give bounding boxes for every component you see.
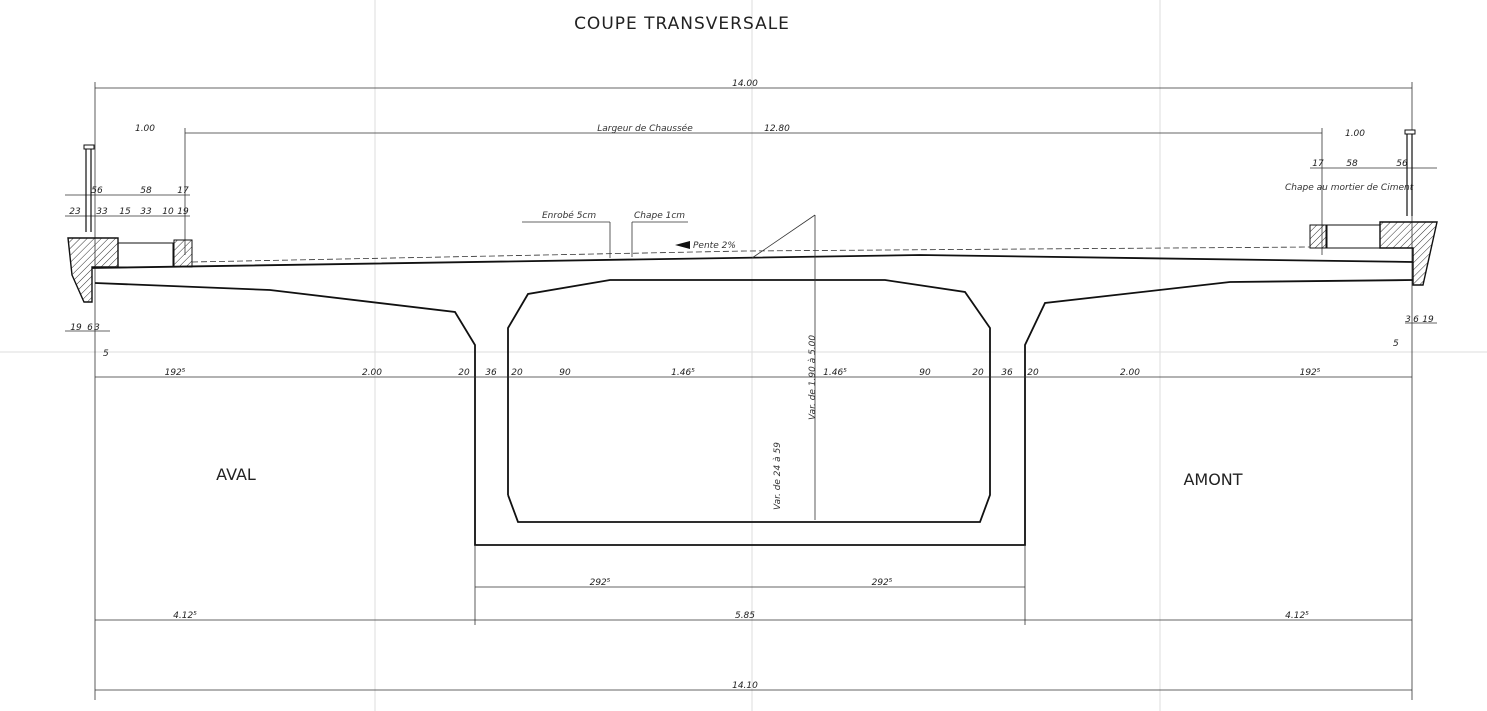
right-railing-and-curb xyxy=(1309,129,1438,286)
dim-text: 4.12⁵ xyxy=(1285,611,1309,621)
dim-text: 2.00 xyxy=(1120,368,1140,378)
dim-text: 1.46⁵ xyxy=(671,368,695,378)
label-largeur-chaussee: Largeur de Chaussée xyxy=(597,123,693,134)
dim-text: 58 xyxy=(1346,159,1358,169)
dim-text: 56 xyxy=(1396,159,1408,169)
dim-text: 3 xyxy=(1405,315,1411,325)
slope-arrow-icon xyxy=(675,241,690,249)
dim-text: 19 xyxy=(1422,315,1434,325)
dim-text: 33 xyxy=(96,207,108,217)
box-girder-section xyxy=(91,246,1414,546)
dim-text: 5.85 xyxy=(735,611,755,621)
dim-text: 10 xyxy=(162,207,174,217)
left-railing-and-curb xyxy=(67,144,193,303)
dim-text: 1.46⁵ xyxy=(823,368,847,378)
dim-text: 20 xyxy=(511,368,523,378)
dim-text: 56 xyxy=(91,186,103,196)
dim-text: 15 xyxy=(119,207,131,217)
dim-text: 20 xyxy=(972,368,984,378)
right-sidewalk-dimensions: 17 58 56 Chape au mortier de Ciment 3 6 … xyxy=(1285,159,1437,349)
dim-text: 58 xyxy=(140,186,152,196)
dim-text: 5 xyxy=(1393,339,1399,349)
label-aval: AVAL xyxy=(216,465,256,484)
label-chape-mortier: Chape au mortier de Ciment xyxy=(1285,183,1414,193)
dim-text: 3 xyxy=(94,323,100,333)
dim-overall-bottom: 14.10 xyxy=(732,681,758,691)
dim-text: 20 xyxy=(1027,368,1039,378)
dim-cantilever-right: 1.00 xyxy=(1345,129,1365,139)
top-dimensions: 14.00 Largeur de Chaussée 12.80 1.00 1.0… xyxy=(94,79,1413,700)
dim-text: 36 xyxy=(1001,368,1013,378)
dimension-row-bottom: 4.12⁵ 5.85 4.12⁵ 14.10 xyxy=(95,611,1412,691)
dim-text: 19 xyxy=(177,207,189,217)
dim-text: 33 xyxy=(140,207,152,217)
dim-cantilever-left: 1.00 xyxy=(135,124,155,134)
dim-text: 4.12⁵ xyxy=(173,611,197,621)
dim-text: 2.00 xyxy=(362,368,382,378)
dim-text: 6 xyxy=(1413,315,1419,325)
dim-text: 192⁵ xyxy=(165,368,186,378)
dim-text: 5 xyxy=(103,349,109,359)
dim-text: 90 xyxy=(919,368,931,378)
dim-text: 292⁵ xyxy=(590,578,611,588)
dim-text: 23 xyxy=(69,207,81,217)
dim-overall-top: 14.00 xyxy=(732,79,758,89)
dim-text: 36 xyxy=(485,368,497,378)
dim-text: 6 xyxy=(87,323,93,333)
drawing-title: COUPE TRANSVERSALE xyxy=(574,14,790,34)
dim-chaussee: 12.80 xyxy=(764,124,790,134)
dim-text: 292⁵ xyxy=(872,578,893,588)
label-amont: AMONT xyxy=(1183,470,1242,489)
dimension-row-box: 292⁵ 292⁵ xyxy=(474,545,1026,625)
dim-text: 20 xyxy=(458,368,470,378)
label-enrobe: Enrobé 5cm xyxy=(542,210,596,221)
label-chape: Chape 1cm xyxy=(634,211,685,221)
dim-text: 90 xyxy=(559,368,571,378)
dimension-row-main: 192⁵ 2.00 20 36 20 90 1.46⁵ 1.46⁵ 90 20 … xyxy=(95,368,1412,378)
dim-text: 17 xyxy=(177,186,189,196)
label-pente: Pente 2% xyxy=(693,241,736,251)
dim-text: 19 xyxy=(70,323,82,333)
dim-text: 17 xyxy=(1312,159,1324,169)
label-var-web: Var. de 24 à 59 xyxy=(773,442,783,510)
dim-text: 192⁵ xyxy=(1300,368,1321,378)
